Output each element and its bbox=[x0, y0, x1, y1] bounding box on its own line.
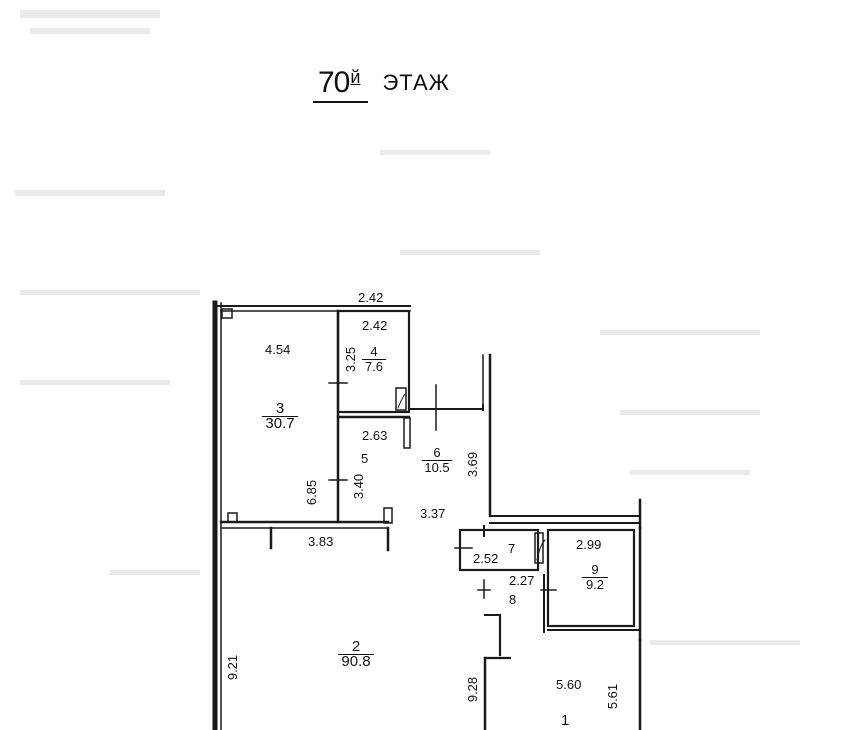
room-3-label: 3 30.7 bbox=[262, 401, 298, 432]
room-7-number: 7 bbox=[508, 541, 516, 556]
room-2-area: 90.8 bbox=[341, 653, 371, 670]
dim-room9-width: 2.99 bbox=[576, 537, 602, 552]
background-ghost-text bbox=[15, 10, 800, 645]
floor-number-suffix: й bbox=[350, 67, 361, 87]
dim-room1-width: 5.60 bbox=[556, 677, 582, 692]
dim-room1-height-right: 5.61 bbox=[605, 683, 621, 710]
dim-room3-height: 6.85 bbox=[304, 479, 320, 506]
dim-room6-height: 3.69 bbox=[465, 451, 481, 478]
floor-title: 70 й ЭТАЖ bbox=[318, 60, 450, 100]
title-underline bbox=[313, 101, 368, 103]
room-4-area: 7.6 bbox=[364, 359, 384, 374]
room-9-area: 9.2 bbox=[585, 577, 605, 592]
dim-top-width: 2.42 bbox=[358, 290, 384, 305]
dim-room4-height: 3.25 bbox=[343, 346, 359, 373]
dim-room2-top-width: 3.83 bbox=[308, 534, 334, 549]
room-6-area: 10.5 bbox=[424, 460, 450, 475]
dim-room3-width: 4.54 bbox=[265, 342, 291, 357]
dim-room2-height: 9.21 bbox=[225, 654, 241, 681]
room-3-number: 3 bbox=[262, 401, 298, 417]
room-2-number: 2 bbox=[338, 639, 374, 655]
dim-room7-width: 2.52 bbox=[473, 551, 499, 566]
dim-room1-height-left: 9.28 bbox=[465, 676, 481, 703]
dim-room6-width: 3.37 bbox=[420, 506, 446, 521]
room-3-area: 30.7 bbox=[265, 415, 295, 432]
room-5-number: 5 bbox=[361, 451, 369, 466]
floor-number: 70 bbox=[318, 66, 350, 99]
room-4-number: 4 bbox=[362, 345, 386, 360]
dim-room5-width: 2.63 bbox=[362, 428, 388, 443]
walls bbox=[212, 300, 642, 730]
room-9-number: 9 bbox=[582, 563, 608, 578]
dim-room8-width: 2.27 bbox=[509, 573, 535, 588]
room-4-label: 4 7.6 bbox=[362, 345, 386, 374]
room-9-label: 9 9.2 bbox=[582, 563, 608, 592]
room-6-number: 6 bbox=[422, 446, 452, 461]
room-8-number: 8 bbox=[509, 592, 517, 607]
floor-word: ЭТАЖ bbox=[382, 70, 450, 95]
room-1-number: 1 bbox=[561, 712, 570, 729]
dim-room5-height: 3.40 bbox=[351, 473, 367, 500]
dim-room4-width: 2.42 bbox=[362, 318, 388, 333]
room-2-label: 2 90.8 bbox=[338, 639, 374, 670]
room-6-label: 6 10.5 bbox=[422, 446, 452, 475]
